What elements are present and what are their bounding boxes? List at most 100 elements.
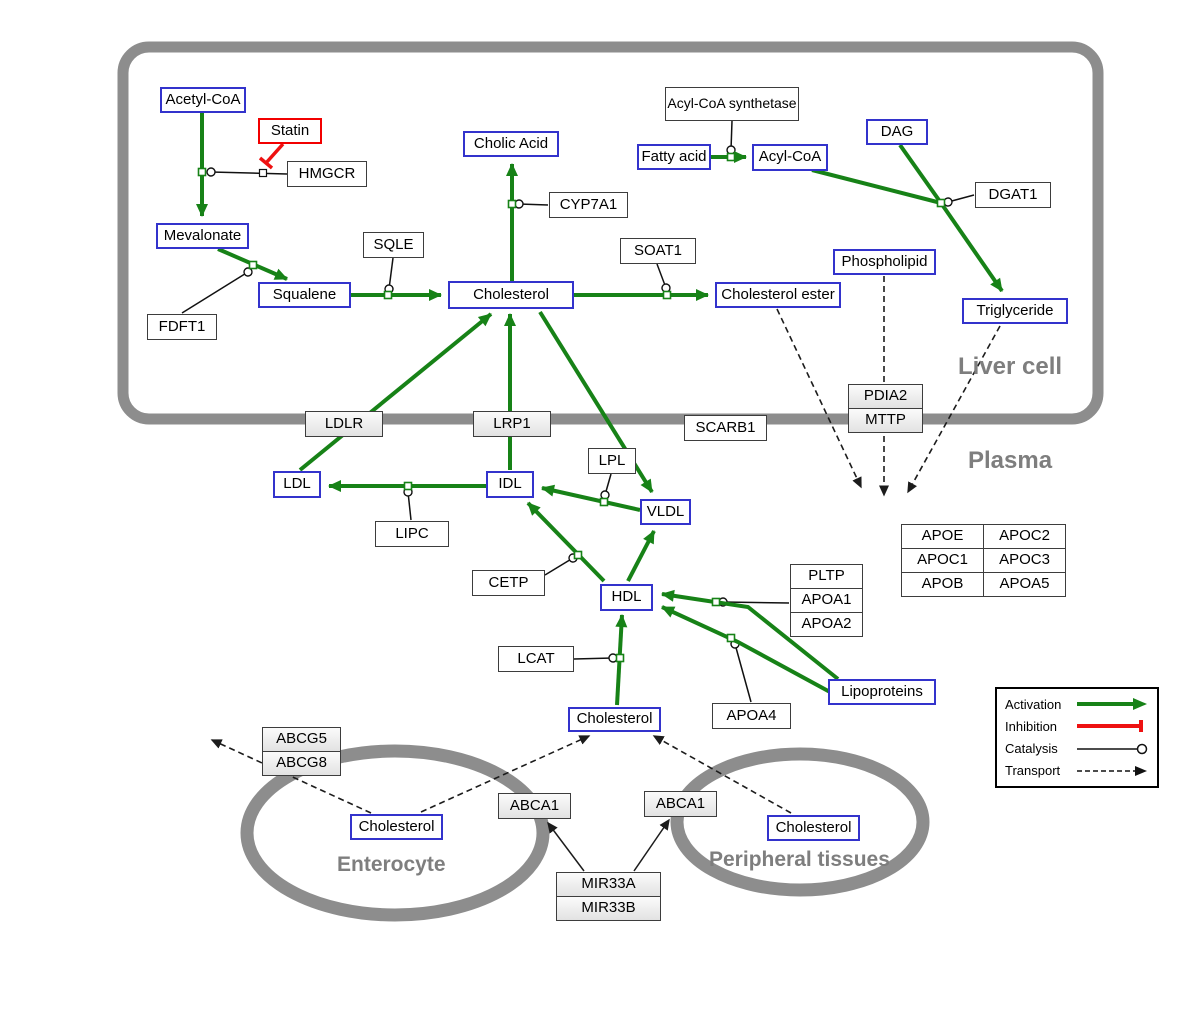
edge-dag-junction [898,143,943,205]
node-cholesterol-liver[interactable]: Cholesterol [448,281,574,309]
node-acyl-coa[interactable]: Acyl-CoA [752,144,828,171]
node-statin[interactable]: Statin [258,118,322,144]
plasma-label: Plasma [968,447,1053,474]
node-mir33a[interactable]: MIR33A [556,872,661,897]
node-mevalonate[interactable]: Mevalonate [156,223,249,249]
node-idl[interactable]: IDL [486,471,534,498]
node-abcg5[interactable]: ABCG5 [262,727,341,752]
edge-mir33-abca1-peripheral [633,818,670,872]
node-squalene[interactable]: Squalene [258,282,351,308]
node-lcat[interactable]: LCAT [498,646,574,672]
edge-apoa4-catalysis [730,639,752,703]
transport-edges [210,276,1001,814]
node-ldl[interactable]: LDL [273,471,321,498]
mir33-edges [547,818,670,872]
node-soat1[interactable]: SOAT1 [620,238,696,264]
edge-hmgcr-catalysis [206,167,288,177]
node-hdl[interactable]: HDL [600,584,653,611]
edge-enterocyte-cholesterol-abcg-efflux [210,739,372,814]
edge-junction-triglyceride [939,201,1004,293]
node-cholesterol-enterocyte[interactable]: Cholesterol [350,814,443,840]
transport-dashed-arrow-symbol [1077,765,1147,776]
node-apob[interactable]: APOB [901,572,984,597]
node-apoa1[interactable]: APOA1 [790,588,863,613]
edge-cholesterolester-secretion [776,308,862,489]
node-abca1-enterocyte[interactable]: ABCA1 [498,793,571,819]
edge-ldl-cholesterol-ldlr [298,312,493,472]
inhibition-tbar-symbol [1077,720,1143,733]
activation-arrow-symbol [1077,698,1147,711]
node-apoc1[interactable]: APOC1 [901,548,984,573]
node-cholesterol-ester[interactable]: Cholesterol ester [715,282,841,308]
node-mttp[interactable]: MTTP [848,408,923,433]
legend-inhibition-label: Inhibition [1005,718,1058,734]
node-lipc[interactable]: LIPC [375,521,449,547]
node-scarb1[interactable]: SCARB1 [684,415,767,441]
inhibition-edge-statin-hmgcr [258,142,285,170]
edge-lipc-catalysis [403,487,413,521]
node-apoa5[interactable]: APOA5 [983,572,1066,597]
node-fdft1[interactable]: FDFT1 [147,314,217,340]
node-abcg8[interactable]: ABCG8 [262,751,341,776]
liver-cell-label: Liver cell [958,353,1063,380]
legend-row-transport: Transport [1005,763,1149,778]
edge-acylcoa-junction [811,168,942,205]
node-apoc3[interactable]: APOC3 [983,548,1066,573]
edge-fdft1-catalysis [181,267,253,314]
edge-sqle-catalysis [384,257,394,294]
node-vldl[interactable]: VLDL [640,499,691,525]
node-abca1-peripheral[interactable]: ABCA1 [644,791,717,817]
node-pdia2[interactable]: PDIA2 [848,384,923,409]
node-dag[interactable]: DAG [866,119,928,145]
node-apoc2[interactable]: APOC2 [983,524,1066,549]
node-ldlr[interactable]: LDLR [305,411,383,437]
edge-cyp7a1-catalysis [514,199,549,209]
node-cholic-acid[interactable]: Cholic Acid [463,131,559,157]
node-dgat1[interactable]: DGAT1 [975,182,1051,208]
edge-anchors [197,152,946,663]
node-lrp1[interactable]: LRP1 [473,411,551,437]
node-cyp7a1[interactable]: CYP7A1 [549,192,628,218]
legend-catalysis-label: Catalysis [1005,741,1058,757]
edge-pltp-apoa-catalysis [718,597,790,607]
node-fatty-acid[interactable]: Fatty acid [637,144,711,170]
node-lpl[interactable]: LPL [588,448,636,474]
node-apoa4[interactable]: APOA4 [712,703,791,729]
node-sqle[interactable]: SQLE [363,232,424,258]
edge-lpl-catalysis [600,473,612,500]
edge-hdl-idl-cetp [526,501,606,583]
compartment-membranes [117,41,1104,922]
node-apoa2[interactable]: APOA2 [790,612,863,637]
edge-triglyceride-secretion [907,325,1001,494]
edge-enterocyte-cholesterol-abca1 [420,735,591,813]
legend-row-catalysis: Catalysis [1005,741,1149,756]
node-cetp[interactable]: CETP [472,570,545,596]
edge-vldl-idl [541,484,641,512]
edge-cetp-catalysis [544,553,578,576]
node-phospholipid[interactable]: Phospholipid [833,249,936,275]
node-cholesterol-peripheral[interactable]: Cholesterol [767,815,860,841]
legend: Activation Inhibition Catalysis Transpor… [995,687,1159,788]
catalysis-edges [181,120,975,703]
node-acetyl-coa[interactable]: Acetyl-CoA [160,87,246,113]
node-apoe[interactable]: APOE [901,524,984,549]
enterocyte-membrane [240,744,550,922]
edge-lipoproteins-hdl-upper [661,589,840,681]
edge-hdl-vldl [626,530,656,582]
node-lipoproteins[interactable]: Lipoproteins [828,679,936,705]
node-cholesterol-plasma[interactable]: Cholesterol [568,707,661,732]
legend-activation-label: Activation [1005,696,1062,712]
legend-row-inhibition: Inhibition [1005,719,1149,734]
edge-peripheral-cholesterol-abca1 [652,735,792,814]
node-mir33b[interactable]: MIR33B [556,896,661,921]
edge-lcat-catalysis [573,653,618,663]
node-hmgcr[interactable]: HMGCR [287,161,367,187]
peripheral-tissues-label: Peripheral tissues [709,848,890,871]
edge-soat1-catalysis [656,263,671,293]
edge-dgat1-catalysis [943,194,975,207]
node-acyl-coa-synthetase[interactable]: Acyl-CoA synthetase [665,87,799,121]
node-pltp[interactable]: PLTP [790,564,863,589]
node-triglyceride[interactable]: Triglyceride [962,298,1068,324]
